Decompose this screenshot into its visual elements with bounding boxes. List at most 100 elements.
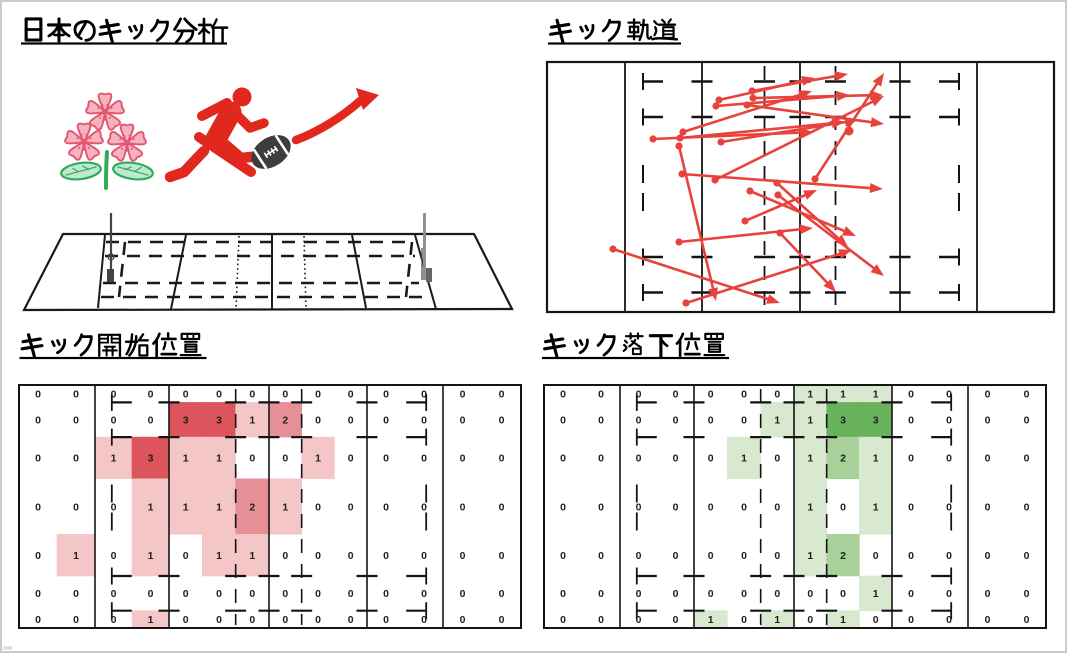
svg-text:0: 0 xyxy=(249,389,255,401)
svg-text:1: 1 xyxy=(216,550,222,562)
svg-text:0: 0 xyxy=(148,415,154,427)
svg-text:0: 0 xyxy=(383,501,389,513)
svg-text:1: 1 xyxy=(840,614,846,626)
svg-text:0: 0 xyxy=(985,614,991,626)
svg-text:0: 0 xyxy=(282,550,288,562)
svg-text:1: 1 xyxy=(840,389,846,401)
svg-text:0: 0 xyxy=(946,415,952,427)
svg-text:0: 0 xyxy=(840,588,846,600)
svg-text:0: 0 xyxy=(807,588,813,600)
svg-text:0: 0 xyxy=(460,501,466,513)
svg-text:2: 2 xyxy=(249,501,255,513)
svg-text:0: 0 xyxy=(73,453,79,465)
svg-text:0: 0 xyxy=(1024,389,1030,401)
svg-text:0: 0 xyxy=(741,389,747,401)
svg-text:0: 0 xyxy=(460,550,466,562)
svg-text:3: 3 xyxy=(183,415,189,427)
svg-text:0: 0 xyxy=(73,614,79,626)
svg-text:0: 0 xyxy=(774,389,780,401)
svg-text:0: 0 xyxy=(499,453,505,465)
svg-text:0: 0 xyxy=(282,453,288,465)
svg-text:0: 0 xyxy=(499,415,505,427)
svg-text:1: 1 xyxy=(148,501,154,513)
svg-text:0: 0 xyxy=(741,614,747,626)
svg-text:0: 0 xyxy=(908,501,914,513)
svg-text:0: 0 xyxy=(673,389,679,401)
svg-text:0: 0 xyxy=(598,550,604,562)
svg-text:0: 0 xyxy=(985,588,991,600)
svg-text:0: 0 xyxy=(946,453,952,465)
svg-text:0: 0 xyxy=(560,550,566,562)
svg-text:0: 0 xyxy=(249,614,255,626)
svg-text:1: 1 xyxy=(807,453,813,465)
svg-text:1: 1 xyxy=(807,415,813,427)
svg-text:0: 0 xyxy=(946,550,952,562)
svg-text:0: 0 xyxy=(741,588,747,600)
svg-text:0: 0 xyxy=(636,588,642,600)
svg-text:0: 0 xyxy=(560,389,566,401)
svg-text:0: 0 xyxy=(946,501,952,513)
svg-text:0: 0 xyxy=(774,501,780,513)
svg-text:3: 3 xyxy=(873,415,879,427)
svg-text:3: 3 xyxy=(840,415,846,427)
svg-text:1: 1 xyxy=(183,501,189,513)
svg-text:0: 0 xyxy=(282,588,288,600)
svg-text:0: 0 xyxy=(183,550,189,562)
svg-text:1: 1 xyxy=(774,415,780,427)
svg-text:1: 1 xyxy=(148,614,154,626)
svg-text:0: 0 xyxy=(598,389,604,401)
svg-text:0: 0 xyxy=(946,588,952,600)
svg-text:1: 1 xyxy=(148,550,154,562)
svg-text:2: 2 xyxy=(282,415,288,427)
svg-text:0: 0 xyxy=(315,501,321,513)
svg-text:1: 1 xyxy=(873,389,879,401)
svg-text:0: 0 xyxy=(708,389,714,401)
svg-text:0: 0 xyxy=(348,453,354,465)
svg-text:0: 0 xyxy=(708,550,714,562)
svg-text:0: 0 xyxy=(383,389,389,401)
svg-text:0: 0 xyxy=(111,588,117,600)
svg-text:0: 0 xyxy=(673,501,679,513)
svg-text:1: 1 xyxy=(873,588,879,600)
svg-text:0: 0 xyxy=(35,389,41,401)
svg-text:0: 0 xyxy=(908,550,914,562)
svg-text:0: 0 xyxy=(1024,550,1030,562)
svg-text:0: 0 xyxy=(315,614,321,626)
svg-text:0: 0 xyxy=(598,415,604,427)
svg-text:0: 0 xyxy=(985,389,991,401)
svg-text:0: 0 xyxy=(35,588,41,600)
svg-text:0: 0 xyxy=(460,415,466,427)
svg-text:1: 1 xyxy=(216,501,222,513)
svg-text:0: 0 xyxy=(421,588,427,600)
svg-text:0: 0 xyxy=(421,389,427,401)
svg-text:0: 0 xyxy=(35,501,41,513)
svg-text:1: 1 xyxy=(282,501,288,513)
svg-text:1: 1 xyxy=(741,453,747,465)
svg-text:0: 0 xyxy=(383,415,389,427)
svg-text:1: 1 xyxy=(111,453,117,465)
svg-text:0: 0 xyxy=(499,501,505,513)
svg-text:0: 0 xyxy=(35,550,41,562)
svg-text:0: 0 xyxy=(598,501,604,513)
svg-text:0: 0 xyxy=(873,550,879,562)
svg-text:0: 0 xyxy=(708,415,714,427)
svg-text:0: 0 xyxy=(908,389,914,401)
svg-text:0: 0 xyxy=(73,588,79,600)
svg-text:0: 0 xyxy=(73,415,79,427)
svg-text:0: 0 xyxy=(840,501,846,513)
svg-text:0: 0 xyxy=(216,389,222,401)
svg-text:0: 0 xyxy=(148,389,154,401)
svg-text:0: 0 xyxy=(348,550,354,562)
svg-text:0: 0 xyxy=(315,588,321,600)
svg-text:0: 0 xyxy=(315,550,321,562)
svg-text:0: 0 xyxy=(216,588,222,600)
svg-text:0: 0 xyxy=(908,415,914,427)
svg-text:2: 2 xyxy=(840,453,846,465)
svg-text:1: 1 xyxy=(315,453,321,465)
svg-text:0: 0 xyxy=(560,415,566,427)
svg-text:0: 0 xyxy=(282,389,288,401)
svg-text:0: 0 xyxy=(741,415,747,427)
svg-text:1: 1 xyxy=(249,550,255,562)
svg-text:0: 0 xyxy=(560,614,566,626)
svg-text:2: 2 xyxy=(840,550,846,562)
